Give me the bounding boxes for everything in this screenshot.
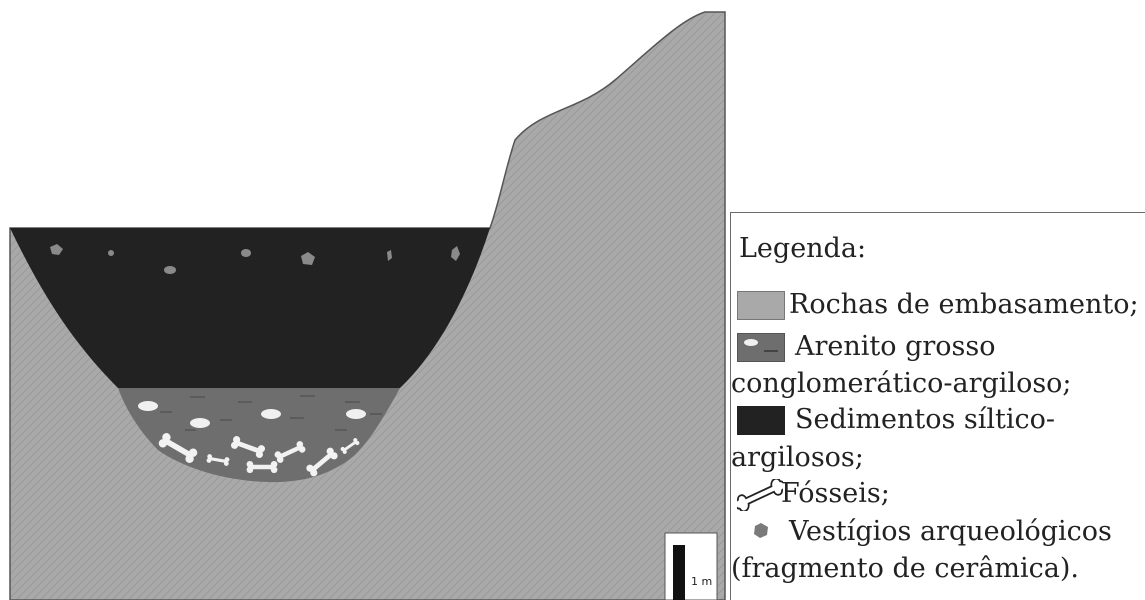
legend-bone-icon [737, 479, 783, 511]
geologic-cross-section: 1 m [0, 0, 730, 600]
legend-label-rochas: Rochas de embasamento; [789, 289, 1139, 321]
legend-label-arenito-2: conglomerático-argiloso; [731, 368, 1072, 400]
legend-swatch-arenito [737, 333, 785, 362]
scale-bar: 1 m [665, 533, 717, 600]
legend-swatch-rochas [737, 291, 785, 320]
swatch-arenito-dash [764, 350, 778, 352]
legend-label-vestigios-1: Vestígios arqueológicos [789, 516, 1112, 548]
swatch-arenito-pebble [744, 339, 758, 346]
legend-label-sedimentos-1: Sedimentos síltico- [795, 404, 1055, 436]
legend-fragment-icon [751, 521, 771, 541]
legend-title: Legenda: [739, 233, 866, 264]
legend-label-fosseis: Fósseis; [781, 478, 890, 510]
legend-label-arenito-1: Arenito grosso [795, 331, 996, 363]
legend: Legenda: Rochas de embasamento; Arenito … [730, 212, 1145, 600]
legend-swatch-sedimentos [737, 406, 785, 435]
legend-label-vestigios-2: (fragmento de cerâmica). [731, 553, 1079, 585]
legend-label-sedimentos-2: argilosos; [731, 442, 864, 474]
scale-bar-label: 1 m [691, 575, 712, 588]
